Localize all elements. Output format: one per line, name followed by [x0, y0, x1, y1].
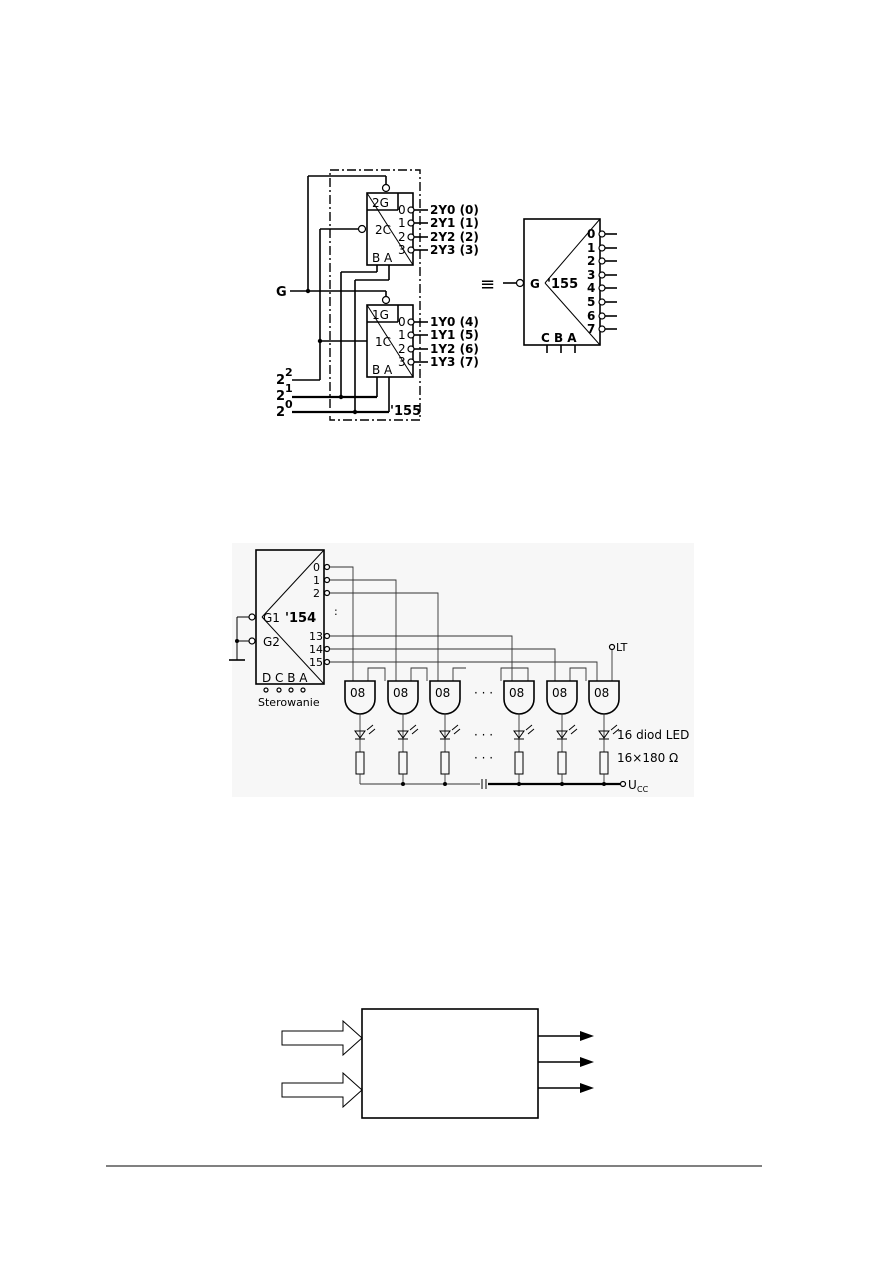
lower-out-2: 1Y2 (6) — [430, 342, 479, 356]
equivalent-block — [523, 218, 601, 346]
figure-generic-block — [281, 1008, 594, 1119]
equiv-select-label: C B A — [541, 331, 577, 345]
lower-select-label: B A — [372, 363, 393, 377]
input-arrow-1 — [281, 1019, 363, 1057]
svg-text:0: 0 — [587, 227, 595, 241]
figure-155-decoder: 2G 2C B A 0 1 2 3 2Y0 (0) 2Y1 (1) 2Y2 (2… — [276, 169, 617, 421]
lower-gate-label: 1G — [372, 308, 389, 322]
svg-text:08: 08 — [435, 686, 450, 700]
input-arrow-2 — [281, 1071, 363, 1109]
control-label: Sterowanie — [258, 696, 320, 709]
svg-text:6: 6 — [587, 309, 595, 323]
svg-text:08: 08 — [594, 686, 609, 700]
equiv-gate-label: G — [530, 277, 540, 291]
lower-out-3: 1Y3 (7) — [430, 355, 479, 369]
decoder-g2-label: G2 — [263, 635, 280, 649]
decoder-pin-1: 1 — [313, 574, 320, 587]
ellipsis-gates: · · · — [474, 686, 493, 700]
upper-select-label: B A — [372, 251, 393, 265]
decoder-pin-2: 2 — [313, 587, 320, 600]
input-2-2-exp: 2 — [285, 366, 293, 379]
svg-text:08: 08 — [350, 686, 365, 700]
lower-ctrl-label: 1C — [375, 335, 391, 349]
ellipsis-resistors: · · · — [474, 751, 493, 765]
upper-out-1: 2Y1 (1) — [430, 216, 479, 230]
lower-pin-2: 2 — [398, 342, 406, 356]
svg-text:2: 2 — [587, 254, 595, 268]
upper-decoder-block — [366, 192, 414, 266]
lt-label: LT — [616, 641, 628, 654]
lower-pin-3: 3 — [398, 355, 406, 369]
decoder-pin-ellipsis: : — [334, 605, 338, 618]
input-2-2-label: 2 — [276, 373, 285, 388]
decoder-select-label: D C B A — [262, 671, 308, 685]
equiv-chip-label: '155 — [547, 277, 578, 292]
equivalence-sign: ≡ — [480, 274, 495, 295]
lower-pin-1: 1 — [398, 328, 406, 342]
vcc-label: U — [628, 778, 637, 792]
decoder-154-block — [255, 549, 325, 685]
resistor-note: 16×180 Ω — [617, 751, 678, 765]
decoder-chip-label: '154 — [285, 611, 316, 626]
figure-154-led-driver: G1 G2 '154 D C B A Sterowanie 0 1 2 : 13… — [229, 543, 694, 797]
svg-text:1: 1 — [587, 241, 595, 255]
led-resistor-array — [354, 714, 620, 784]
decoder-pin-14: 14 — [309, 643, 323, 656]
upper-pin-2: 2 — [398, 230, 406, 244]
lower-out-0: 1Y0 (4) — [430, 315, 479, 329]
svg-text:3: 3 — [587, 268, 595, 282]
svg-text:08: 08 — [509, 686, 524, 700]
svg-text:08: 08 — [393, 686, 408, 700]
input-2-1-exp: 1 — [285, 382, 293, 395]
input-g-label: G — [276, 285, 287, 300]
upper-pin-3: 3 — [398, 243, 406, 257]
upper-ctrl-label: 2C — [375, 223, 391, 237]
lower-pin-0: 0 — [398, 315, 406, 329]
svg-text:5: 5 — [587, 295, 595, 309]
input-2-1-label: 2 — [276, 389, 285, 404]
chip-155-label: '155 — [390, 404, 421, 419]
decoder-pin-13: 13 — [309, 630, 323, 643]
upper-gate-label: 2G — [372, 196, 389, 210]
equiv-outputs: 0 1 2 3 4 5 6 7 — [587, 227, 617, 336]
lower-out-1: 1Y1 (5) — [430, 328, 479, 342]
upper-out-2: 2Y2 (2) — [430, 230, 479, 244]
decoder-pin-0: 0 — [313, 561, 320, 574]
upper-out-3: 2Y3 (3) — [430, 243, 479, 257]
generic-block — [361, 1008, 539, 1119]
ellipsis-leds: · · · — [474, 728, 493, 742]
upper-pin-0: 0 — [398, 203, 406, 217]
upper-out-0: 2Y0 (0) — [430, 203, 479, 217]
svg-text:4: 4 — [587, 281, 595, 295]
input-2-0-label: 2 — [276, 405, 285, 420]
svg-text:7: 7 — [587, 322, 595, 336]
upper-pin-1: 1 — [398, 216, 406, 230]
led-count-note: 16 diod LED — [617, 728, 689, 742]
input-2-0-exp: 0 — [285, 398, 293, 411]
svg-text:08: 08 — [552, 686, 567, 700]
and-gate-array: 08 08 08 08 08 08 — [344, 680, 620, 715]
decoder-pin-15: 15 — [309, 656, 323, 669]
decoder-g1-label: G1 — [263, 611, 280, 625]
output-arrows — [538, 1031, 594, 1093]
vcc-subscript: CC — [637, 785, 649, 794]
